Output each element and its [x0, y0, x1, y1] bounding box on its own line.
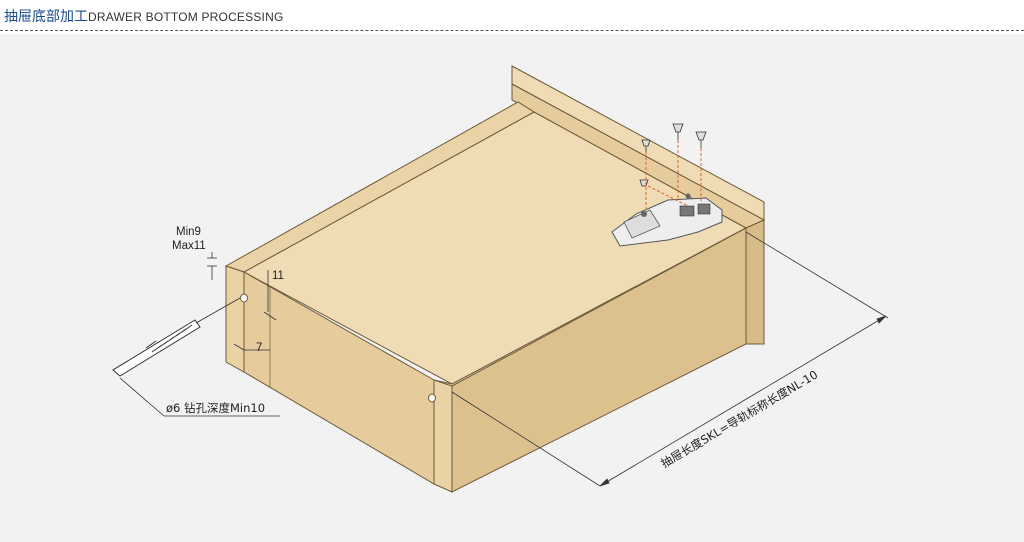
page-title-chinese: 抽屉底部加工	[4, 9, 88, 25]
drill-bit-icon	[112, 297, 241, 377]
length-dimension-line	[451, 231, 889, 487]
page-title: 抽屉底部加工DRAWER BOTTOM PROCESSING	[4, 7, 283, 26]
page-title-english: DRAWER BOTTOM PROCESSING	[88, 10, 284, 24]
drill-note-label: ø6 钻孔深度Min10	[166, 401, 265, 415]
min-depth-label: Min9	[176, 226, 201, 238]
header-bar: 抽屉底部加工DRAWER BOTTOM PROCESSING	[0, 0, 1024, 32]
hinge-bracket-icon	[611, 193, 723, 247]
drill-hole-rear	[240, 293, 248, 303]
screw-guide-lines	[645, 140, 702, 210]
dimension-11-label: 11	[272, 270, 284, 282]
depth-dimension-lines	[207, 252, 277, 351]
header-divider	[0, 30, 1024, 31]
drill-note-leader	[119, 377, 280, 417]
dimension-7-label: 7	[256, 342, 262, 354]
max-depth-label: Max11	[172, 240, 206, 252]
drill-hole-front	[428, 393, 436, 403]
screw-icons	[639, 123, 707, 187]
back-panel	[511, 65, 766, 345]
drawer-length-label: 抽屉长度SKL=导轨标称长度NL-10	[658, 367, 820, 470]
